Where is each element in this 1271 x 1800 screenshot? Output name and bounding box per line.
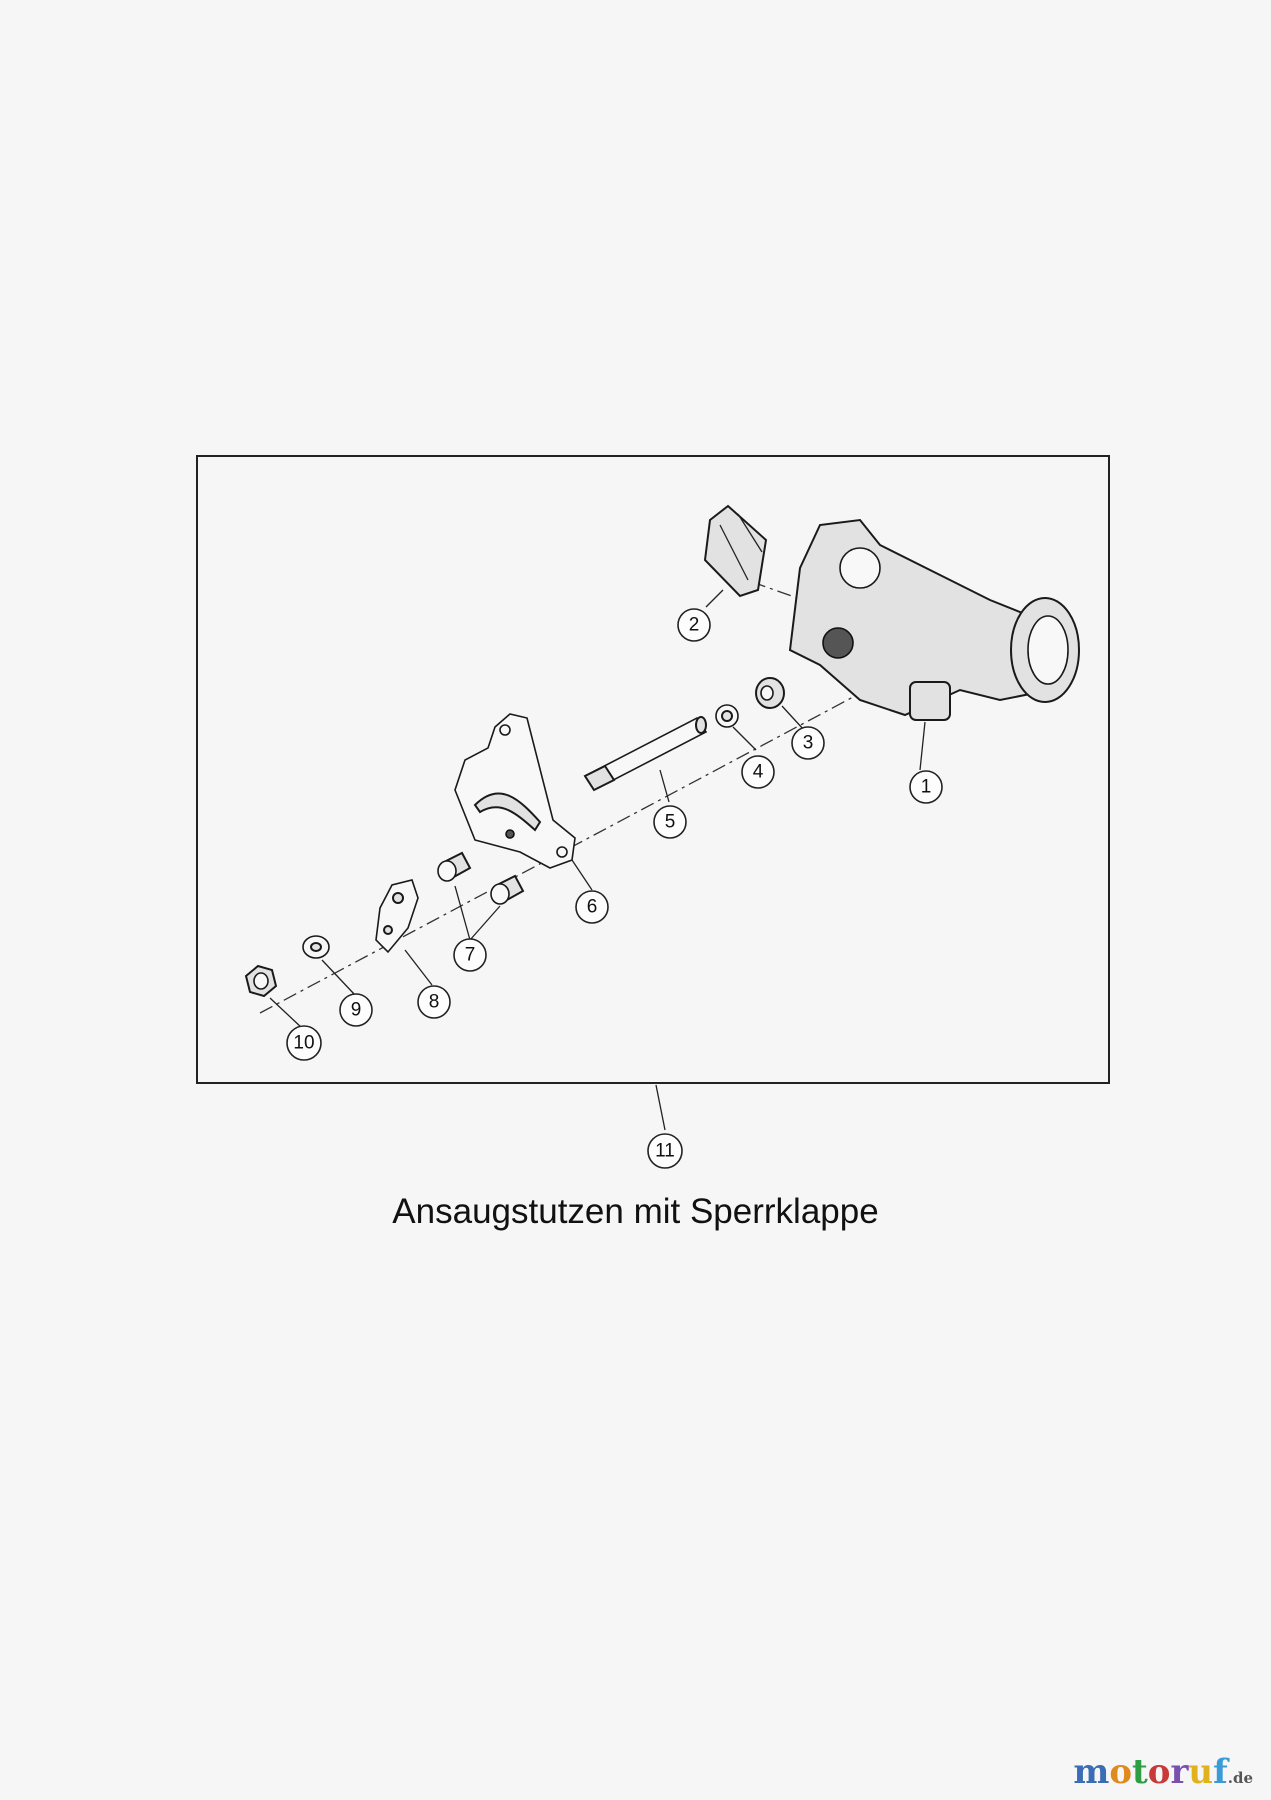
callout-7: 7 xyxy=(453,938,487,972)
callout-6: 6 xyxy=(575,890,609,924)
leader-lines xyxy=(269,589,926,1131)
logo-letter: m xyxy=(1073,1752,1110,1792)
callout-8: 8 xyxy=(417,985,451,1019)
callout-1: 1 xyxy=(909,770,943,804)
logo-domain: .de xyxy=(1227,1769,1253,1787)
svg-text:5: 5 xyxy=(665,812,676,833)
logo-letter: t xyxy=(1132,1752,1148,1792)
svg-text:3: 3 xyxy=(803,733,814,754)
svg-text:8: 8 xyxy=(429,992,440,1013)
logo-letter: u xyxy=(1188,1752,1214,1792)
part-9-washer xyxy=(302,935,330,959)
callout-4: 4 xyxy=(741,755,775,789)
svg-text:10: 10 xyxy=(293,1033,314,1054)
logo-letter: o xyxy=(1147,1752,1171,1792)
svg-text:4: 4 xyxy=(753,762,764,783)
svg-text:9: 9 xyxy=(351,1000,362,1021)
logo-letter: o xyxy=(1109,1752,1133,1792)
svg-text:7: 7 xyxy=(465,945,476,966)
part-8-lever xyxy=(375,879,419,954)
part-1-intake-housing xyxy=(788,518,1080,721)
svg-text:6: 6 xyxy=(587,897,598,918)
logo-letter: r xyxy=(1170,1752,1189,1792)
part-6-bracket-plate xyxy=(454,713,576,869)
part-10-nut xyxy=(244,964,278,998)
site-logo[interactable]: motoruf.de xyxy=(1073,1752,1253,1792)
part-4-washer xyxy=(715,704,739,728)
part-7-screws xyxy=(437,851,525,905)
callout-3: 3 xyxy=(791,726,825,760)
callout-10: 10 xyxy=(286,1025,322,1061)
logo-text: motoruf xyxy=(1073,1752,1227,1792)
diagram-title: Ansaugstutzen mit Sperrklappe xyxy=(392,1192,879,1231)
part-5-shaft xyxy=(583,716,708,792)
svg-text:11: 11 xyxy=(655,1141,675,1162)
svg-text:2: 2 xyxy=(689,615,700,636)
callout-5: 5 xyxy=(653,805,687,839)
callout-9: 9 xyxy=(339,993,373,1027)
callout-11: 11 xyxy=(647,1133,683,1169)
assembly-frame xyxy=(196,455,1110,1084)
svg-text:1: 1 xyxy=(921,777,932,798)
logo-letter: f xyxy=(1213,1752,1228,1792)
callout-2: 2 xyxy=(677,608,711,642)
part-3-bushing xyxy=(755,677,785,709)
part-2-flap xyxy=(703,504,768,598)
